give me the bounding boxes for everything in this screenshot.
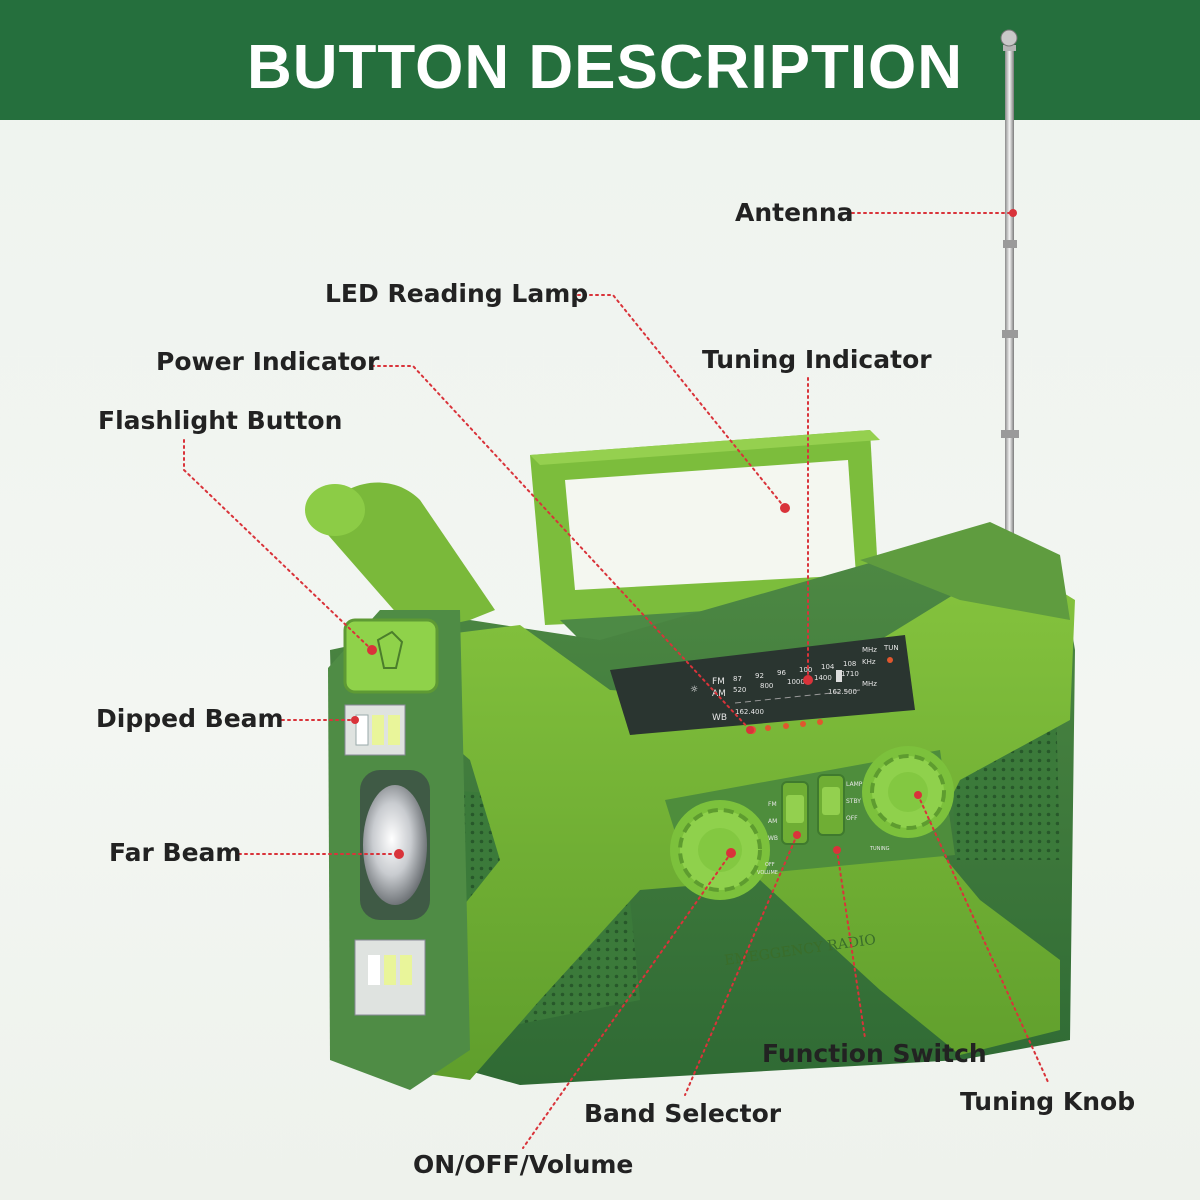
unit-mhz-wb: MHz (862, 680, 877, 688)
tuning-label: TUNING (869, 846, 890, 852)
leader-on-off-volume (522, 852, 732, 1149)
leader-tuning-knob (917, 794, 1049, 1083)
band-label-am: AM (768, 818, 777, 825)
fm-scale-label-4: 104 (821, 663, 835, 671)
fm-scale-label-2: 96 (777, 669, 786, 677)
tuning-dial: ☼ FM AM WB 87 92 96 100 104 108 520 800 1000 140… (610, 635, 915, 735)
callout-band-selector: Band Selector (584, 1099, 782, 1128)
leader-function-switch (836, 849, 866, 1039)
am-scale-label-2: 1000 (787, 678, 805, 686)
dipped-beam-leds (344, 704, 406, 756)
am-scale-label-0: 520 (733, 686, 746, 694)
bottom-leds (354, 939, 426, 1016)
leader-flashlight-button (183, 439, 373, 651)
callout-tuning-knob: Tuning Knob (960, 1087, 1136, 1116)
tuning-knob[interactable] (862, 746, 954, 838)
far-beam-lens (360, 770, 430, 920)
dial-fm-label: FM (712, 677, 725, 687)
am-scale-label-4: 1710 (841, 670, 859, 678)
callout-antenna: Antenna (735, 198, 854, 227)
function-label-off: OFF (846, 815, 858, 822)
unit-mhz-fm: MHz (862, 646, 877, 654)
fm-scale: 87 92 96 100 104 108 (733, 660, 856, 683)
unit-khz-am: KHz (862, 658, 876, 666)
dial-am-label: AM (712, 689, 726, 699)
flashlight-icon (376, 630, 404, 669)
tun-label: TUN (883, 644, 899, 652)
function-label-stby: STBY (846, 798, 861, 805)
wb-scale-end: 162.500 (828, 688, 857, 696)
page-title: BUTTON DESCRIPTION (246, 33, 964, 102)
fm-scale-label-3: 100 (799, 666, 812, 674)
antenna (1000, 29, 1019, 535)
band-label-fm: FM (768, 801, 777, 808)
band-label-wb: WB (768, 835, 778, 842)
leader-endpoints (351, 209, 1017, 859)
header-banner: BUTTON DESCRIPTION (0, 0, 1200, 120)
callout-power-indicator: Power Indicator (156, 347, 380, 376)
callout-flashlight-button: Flashlight Button (98, 406, 343, 435)
callout-tuning-indicator: Tuning Indicator (702, 345, 932, 374)
am-scale-label-1: 800 (760, 682, 773, 690)
sun-icon: ☼ (690, 685, 698, 695)
leader-led-reading-lamp (577, 294, 786, 509)
tun-led (887, 657, 893, 663)
volume-label-volume: VOLUME (757, 870, 778, 876)
function-switch[interactable]: LAMP STBY OFF (817, 774, 863, 836)
am-scale-label-3: 1400 (814, 674, 832, 682)
leader-band-selector (684, 834, 798, 1096)
fm-scale-label-1: 92 (755, 672, 764, 680)
volume-knob[interactable] (670, 800, 770, 900)
callout-dipped-beam: Dipped Beam (96, 704, 284, 733)
band-selector-switch[interactable]: FM AM WB (768, 781, 809, 845)
volume-label-off: OFF (765, 862, 775, 868)
fm-scale-label-0: 87 (733, 675, 742, 683)
dial-pointer (836, 670, 842, 682)
hand-crank (305, 482, 495, 640)
leader-power-indicator (371, 365, 751, 731)
function-label-lamp: LAMP (846, 781, 863, 788)
callout-led-reading-lamp: LED Reading Lamp (325, 279, 589, 308)
dial-wb-label: WB (712, 713, 727, 723)
fm-scale-label-5: 108 (843, 660, 856, 668)
led-reading-lamp (530, 430, 880, 625)
callout-function-switch: Function Switch (762, 1039, 987, 1068)
callout-far-beam: Far Beam (109, 838, 242, 867)
callout-on-off-volume: ON/OFF/Volume (413, 1150, 634, 1179)
leader-lines (183, 212, 1049, 1149)
am-scale: 520 800 1000 1400 1710 (733, 670, 859, 694)
flashlight-button[interactable] (343, 618, 439, 694)
wb-scale-start: 162.400 (735, 708, 764, 716)
